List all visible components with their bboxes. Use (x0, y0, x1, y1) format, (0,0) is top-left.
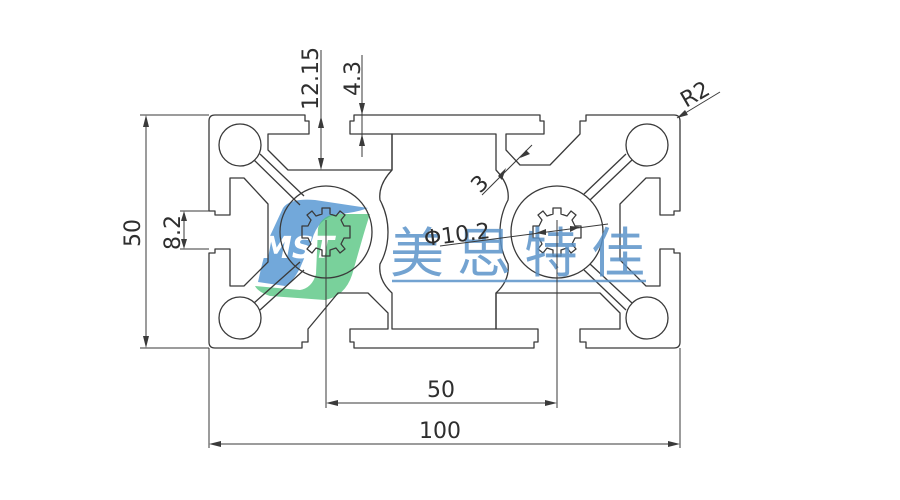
right-top-corner-bore (583, 123, 669, 201)
outer-contour (208, 114, 681, 349)
left-top-corner-bore (218, 123, 305, 206)
dim-lip-thickness: 4.3 (341, 55, 366, 157)
profile-outline (208, 114, 681, 349)
dim-slot-width: 8.2 (161, 210, 209, 250)
dim-wall-thickness-label: 3 (467, 171, 495, 199)
dim-slot-depth-label: 12.15 (299, 47, 324, 110)
logo-letters: MST (262, 231, 336, 266)
dim-lip-thickness-label: 4.3 (341, 61, 366, 96)
dim-overall-height: 50 (121, 114, 209, 349)
dim-overall-width: 100 (208, 348, 681, 448)
left-bottom-corner-bore (218, 261, 305, 340)
right-bottom-corner-bore (583, 263, 669, 340)
dim-wall-thickness: 3 (467, 144, 533, 199)
dim-overall-height-label: 50 (121, 219, 146, 247)
logo-blue-swoosh (258, 199, 368, 286)
dim-center-bore: Φ10.2 (423, 219, 609, 252)
dim-overall-width-label: 100 (419, 419, 461, 444)
dim-corner-radius: R2 (677, 77, 721, 119)
logo-green-swoosh (255, 214, 370, 300)
dim-slot-width-label: 8.2 (161, 215, 186, 250)
dim-corner-radius-label: R2 (677, 77, 715, 113)
watermark-logo: MST (255, 199, 370, 300)
dim-slot-depth: 12.15 (299, 47, 324, 170)
dim-center-distance-label: 50 (427, 378, 455, 403)
dim-center-distance: 50 (325, 220, 558, 408)
central-cavity (379, 133, 509, 330)
